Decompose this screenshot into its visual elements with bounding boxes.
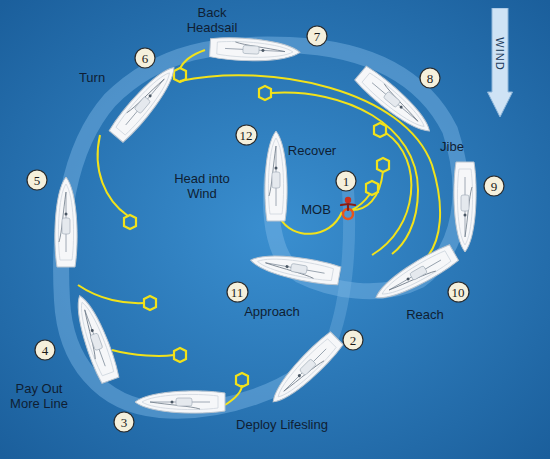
step-label: Pay Out More Line xyxy=(3,381,75,411)
callout-number: 5 xyxy=(26,169,48,191)
callout-text: 5 xyxy=(34,174,41,187)
callout-number: 3 xyxy=(113,411,135,433)
step-label: Turn xyxy=(79,70,105,85)
callout-text: 12 xyxy=(240,129,253,142)
callout-text: 11 xyxy=(231,286,244,299)
callout-text: 6 xyxy=(142,52,149,65)
step-label: MOB xyxy=(301,202,331,217)
callout-number: 1 xyxy=(335,170,357,192)
callout-number: 11 xyxy=(226,281,249,303)
step-label: Reach xyxy=(406,307,444,322)
callout-number: 8 xyxy=(419,67,441,89)
callout-text: 3 xyxy=(121,416,128,429)
callout-text: 7 xyxy=(314,30,321,43)
wind-arrow-box: WIND xyxy=(487,8,513,118)
callout-text: 10 xyxy=(452,286,465,299)
step-label: Deploy Lifesling xyxy=(236,417,328,432)
callout-number: 12 xyxy=(235,124,258,146)
callout-number: 9 xyxy=(483,175,505,197)
callout-text: 9 xyxy=(491,180,498,193)
callout-number: 10 xyxy=(447,281,470,303)
callout-text: 2 xyxy=(350,334,357,347)
callout-number: 2 xyxy=(342,329,364,351)
step-label: Recover xyxy=(288,143,336,158)
callout-text: 1 xyxy=(343,175,350,188)
callout-text: 8 xyxy=(427,72,434,85)
callout-number: 4 xyxy=(34,339,56,361)
callout-number: 7 xyxy=(306,25,328,47)
wind-label: WIND xyxy=(494,38,506,71)
step-label: Approach xyxy=(244,304,300,319)
callout-number: 6 xyxy=(134,47,156,69)
step-label: Head into Wind xyxy=(166,171,238,201)
callout-text: 4 xyxy=(42,344,49,357)
step-label: Back Headsail xyxy=(172,5,252,35)
step-label: Jibe xyxy=(440,139,464,154)
